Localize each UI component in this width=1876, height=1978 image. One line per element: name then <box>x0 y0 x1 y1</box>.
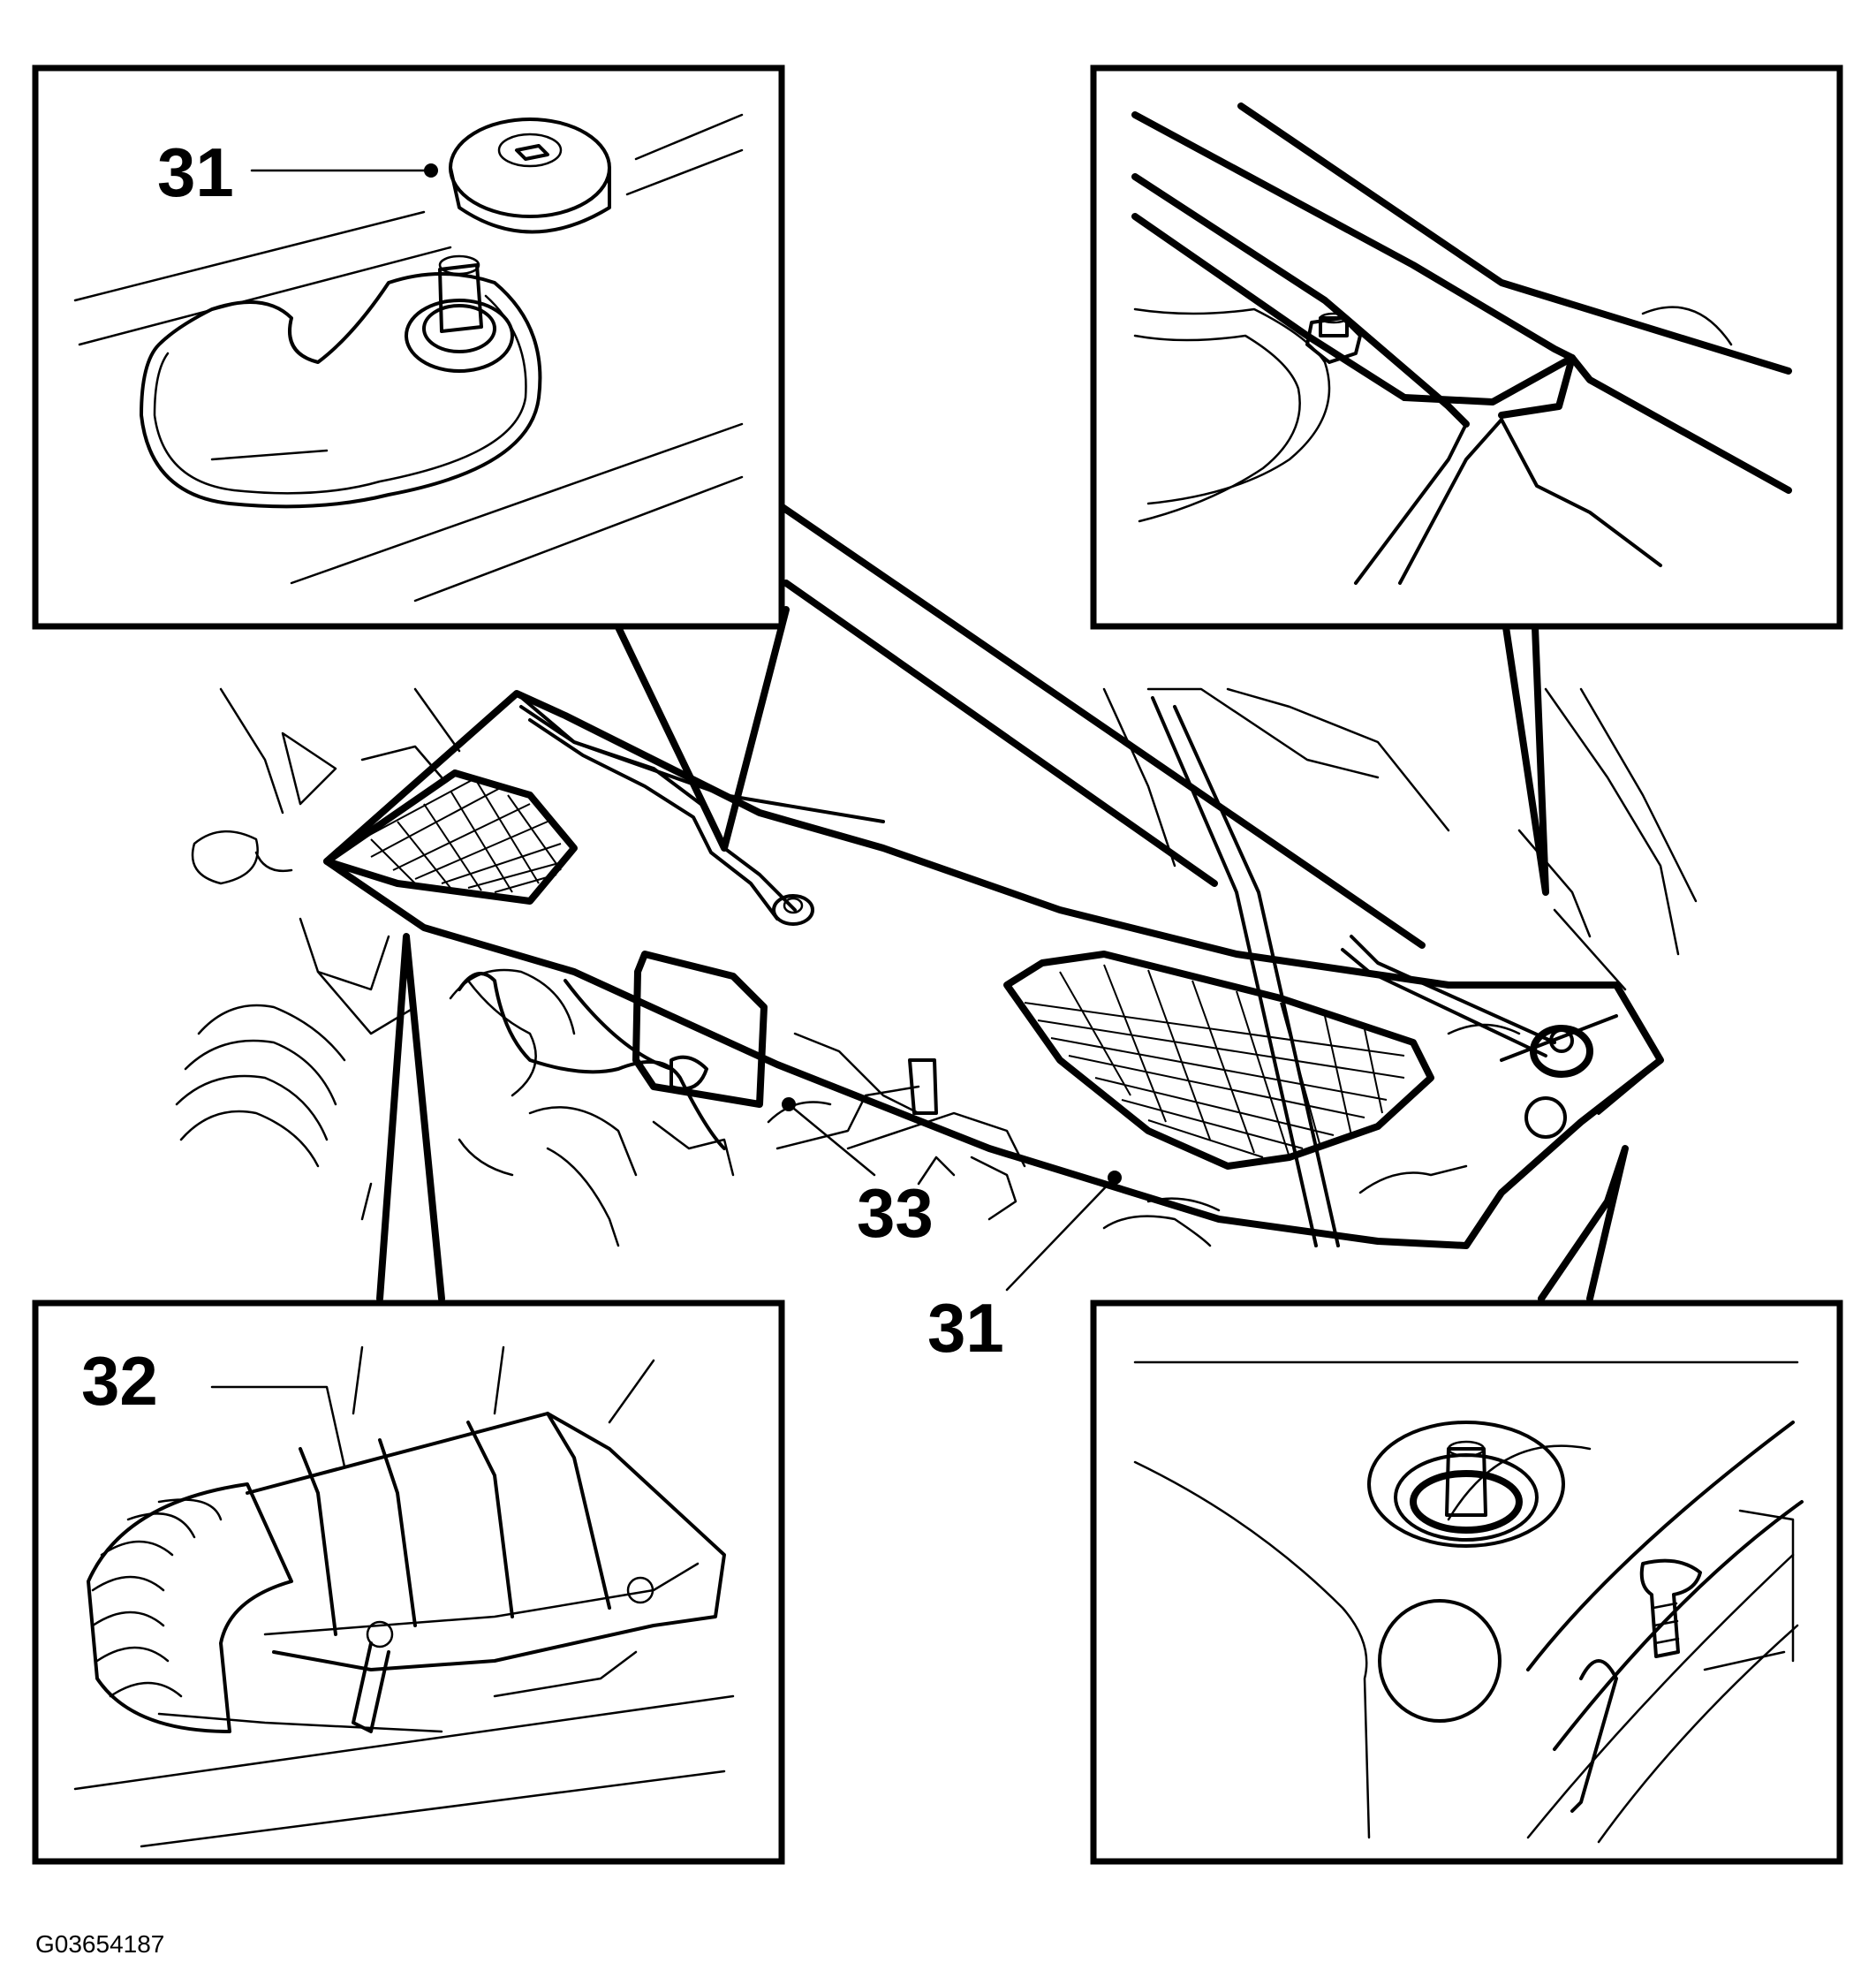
pointer-top-left-to-right-nut <box>774 500 1426 949</box>
air-intake-bellows <box>87 1482 293 1733</box>
callout-31-main: 31 <box>927 1289 1004 1367</box>
callout-31-inset: 31 <box>157 133 234 211</box>
bonnet-stay-left-edge <box>1173 705 1340 1247</box>
engine-bay-background <box>175 687 1698 1247</box>
pointer-top-left <box>615 606 790 852</box>
main-leaders <box>782 1097 1122 1292</box>
callout-32: 32 <box>81 1342 158 1420</box>
callout-33: 33 <box>857 1174 934 1252</box>
cap-nut <box>449 117 611 234</box>
loose-bolt <box>1639 1558 1702 1658</box>
wiper-stud <box>405 254 514 373</box>
pointer-top-right <box>1502 624 1549 896</box>
round-hole <box>1378 1599 1502 1723</box>
pointer-top-left-lower <box>783 580 1218 887</box>
pointer-bottom-left <box>376 933 445 1302</box>
washer-hose <box>458 972 726 1150</box>
inset-bottom-right-drawing <box>1133 1360 1804 1844</box>
inset-bottom-right <box>1090 1300 1843 1865</box>
cowl-grille-right <box>1003 951 1434 1170</box>
cowl-nut-left <box>772 894 814 926</box>
inset-bottom-left-drawing <box>73 1345 735 1848</box>
bonnet-stay-left <box>1151 696 1318 1247</box>
inset-top-left: 31 <box>32 64 785 630</box>
callout-pointers <box>376 500 1629 1302</box>
battery-box <box>632 951 938 1115</box>
inset-top-right-drawing <box>1131 102 1792 585</box>
top-right-nut <box>1305 312 1362 364</box>
inset-top-right <box>1090 64 1843 630</box>
cowl-panel <box>323 690 1664 1249</box>
air-box <box>246 1412 726 1671</box>
inset-bottom-left: 32 <box>32 1300 785 1865</box>
pointer-bottom-right <box>1538 1145 1629 1302</box>
bottom-right-stud <box>1367 1421 1565 1548</box>
inset-top-left-drawing <box>73 113 744 602</box>
cowl-grille-left <box>323 769 578 905</box>
figure-code: G03654187 <box>35 1930 164 1958</box>
wire-harness <box>564 979 673 1071</box>
